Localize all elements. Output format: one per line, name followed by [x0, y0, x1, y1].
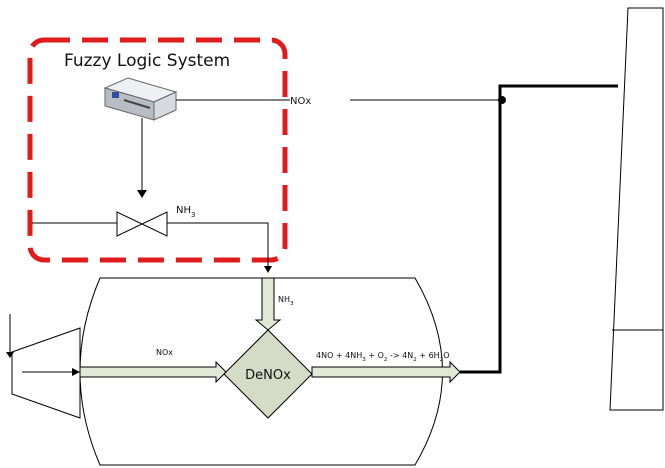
inlet-down-arrow [6, 352, 14, 358]
control-arrowhead [137, 190, 147, 198]
nox-flow-label: NOx [156, 348, 173, 357]
fuzzy-logic-system-title: Fuzzy Logic System [64, 51, 230, 71]
nox-signal-label: NOx [290, 96, 311, 107]
reaction-equation: 4NO + 4NH3 + O2 -> 4N2 + 6H2O [316, 351, 450, 363]
nh3-valve-label: NH3 [176, 205, 195, 219]
denox-reactor-diamond [223, 329, 313, 419]
outlet-flow-arrow [311, 360, 461, 384]
fuzzy-logic-system-box [27, 37, 288, 263]
control-valve-icon [116, 211, 168, 237]
exhaust-stack [609, 7, 664, 411]
reactor-vessel [79, 277, 443, 466]
nh3-injection-arrow [254, 277, 282, 331]
nh3-line-arrowhead [264, 266, 272, 273]
nh3-inlet-label: NH3 [278, 295, 294, 307]
nox-flow-arrow [79, 360, 227, 384]
controller-device-icon [103, 77, 178, 121]
inlet-funnel [11, 327, 81, 419]
nh3-supply-line-right [167, 222, 269, 266]
exhaust-duct-line [460, 84, 618, 374]
inlet-right-arrow [72, 368, 80, 376]
denox-label: DeNOx [245, 368, 291, 383]
